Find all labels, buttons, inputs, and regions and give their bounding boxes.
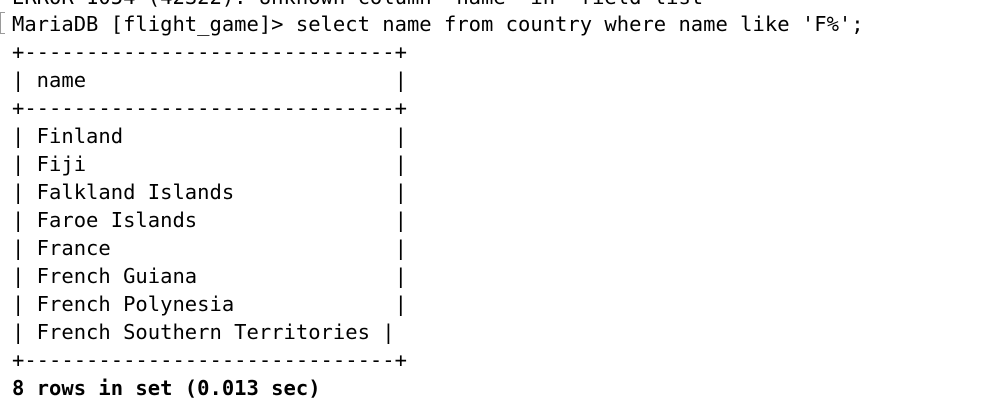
table-row: | Finland | <box>12 124 407 148</box>
table-row: | France | <box>12 236 407 260</box>
table-row: | French Polynesia | <box>12 292 407 316</box>
table-row: | Fiji | <box>12 152 407 176</box>
table-row: | Faroe Islands | <box>12 208 407 232</box>
table-row: | French Southern Territories | <box>12 320 395 344</box>
table-border-bottom: +------------------------------+ <box>12 348 407 372</box>
table-header-row: | name | <box>12 68 407 92</box>
command-prompt-line: MariaDB [flight_game]> select name from … <box>12 12 864 36</box>
result-summary: 8 rows in set (0.013 sec) <box>12 376 321 400</box>
prompt-marker <box>0 12 5 34</box>
table-row: | Falkland Islands | <box>12 180 407 204</box>
table-border-header: +------------------------------+ <box>12 96 407 120</box>
table-border-top: +------------------------------+ <box>12 40 407 64</box>
previous-error-output: ERROR 1054 (42S22): Unknown column 'name… <box>12 0 716 11</box>
table-row: | French Guiana | <box>12 264 407 288</box>
